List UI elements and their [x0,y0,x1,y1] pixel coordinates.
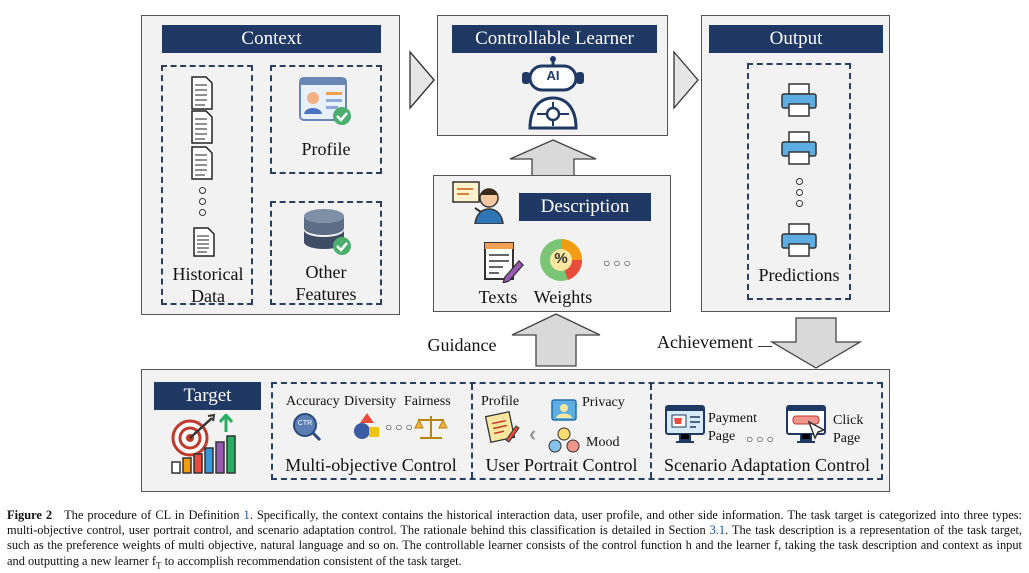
definition-ref-link[interactable]: 1 [243,508,250,522]
vertical-ellipsis-icon [197,183,207,220]
weights-percent-glyph: % [554,250,568,267]
horizontal-ellipsis-icon: ○○○ [385,420,416,434]
arrow-up-icon [508,139,598,177]
chevron-left-icon: ‹ [529,421,537,446]
ctr-badge: CTR [297,420,313,427]
other-features-label-line2: Features [295,284,357,304]
mood-faces-icon [548,427,580,453]
objective-accuracy: Accuracy [286,394,340,409]
caption-text-1: The procedure of CL in Definition [64,508,244,522]
arrow-down-icon [770,317,862,369]
user-portrait-control-label: User Portrait Control [485,455,638,475]
click-monitor-icon [785,404,829,446]
caption-text-4: to accomplish recommendation consistent … [161,553,462,568]
guidance-label: Guidance [427,335,497,355]
target-growth-icon [170,414,236,474]
description-title: Description [519,193,651,221]
predictions-box [747,63,851,300]
multi-objective-control-label: Multi-objective Control [285,455,457,475]
texts-label: Texts [478,287,518,307]
horizontal-ellipsis-icon: ○○○ [603,256,634,270]
profile-box [270,65,382,174]
weights-percent-icon [538,237,584,283]
caption-subscript: T [155,560,162,571]
predictions-label: Predictions [758,265,840,285]
privacy-icon [550,398,578,422]
scenario-adaptation-control-label: Scenario Adaptation Control [664,455,870,475]
context-title: Context [162,25,381,53]
figure-caption: Figure 2 The procedure of CL in Definiti… [7,508,1022,573]
payment-page-label-line1: Payment [708,411,757,426]
document-icon [192,226,218,258]
figure-number: Figure 2 [7,508,53,522]
text-edit-icon [483,241,525,283]
document-icon [191,76,213,180]
portrait-privacy: Privacy [582,395,625,410]
target-divider-1 [471,384,473,478]
target-controls-box [271,382,883,480]
portrait-mood: Mood [586,435,620,450]
printer-icon-stack [780,82,818,172]
chevron-right-icon [672,50,700,110]
arrow-up-icon [510,313,602,367]
ai-badge: AI [546,68,560,83]
historical-data-label-line2: Data [191,286,225,306]
historical-data-label-line1: Historical [172,264,244,284]
historical-data-box [161,65,253,305]
profile-card-icon [298,76,354,128]
payment-monitor-icon [664,404,706,444]
achievement-line [758,346,772,347]
section-ref-link[interactable]: 3.1 [709,523,726,538]
vertical-ellipsis-icon [794,174,804,211]
target-divider-2 [650,384,652,478]
chevron-right-icon [408,50,436,110]
diversity-shapes-icon [352,411,382,441]
caption-text-3: . The task description is a representati… [7,523,1022,568]
controllable-learner-title: Controllable Learner [452,25,657,53]
click-page-label-line1: Click [833,413,864,428]
ai-robot-icon [520,56,586,132]
portrait-profile: Profile [481,394,520,409]
target-title: Target [154,382,261,410]
profile-label: Profile [301,139,351,159]
scale-icon [414,414,448,440]
other-features-label-line1: Other [305,262,347,282]
printer-icon [780,222,818,258]
profile-notes-icon [484,410,520,444]
output-title: Output [709,25,883,53]
click-page-label-line2: Page [833,431,861,446]
objective-fairness: Fairness [404,394,451,409]
ctr-magnifier-icon [292,412,322,442]
objective-diversity: Diversity [344,394,397,409]
payment-page-label-line2: Page [708,429,736,444]
other-features-box [270,201,382,305]
teacher-icon [451,180,505,224]
database-icon [300,206,354,260]
achievement-label: Achievement [657,332,753,352]
document-icon-stack [188,75,216,245]
caption-text-2: . Specifically, the context contains the… [7,508,1022,538]
weights-label: Weights [533,287,593,307]
horizontal-ellipsis-icon: ○○○ [746,432,777,446]
